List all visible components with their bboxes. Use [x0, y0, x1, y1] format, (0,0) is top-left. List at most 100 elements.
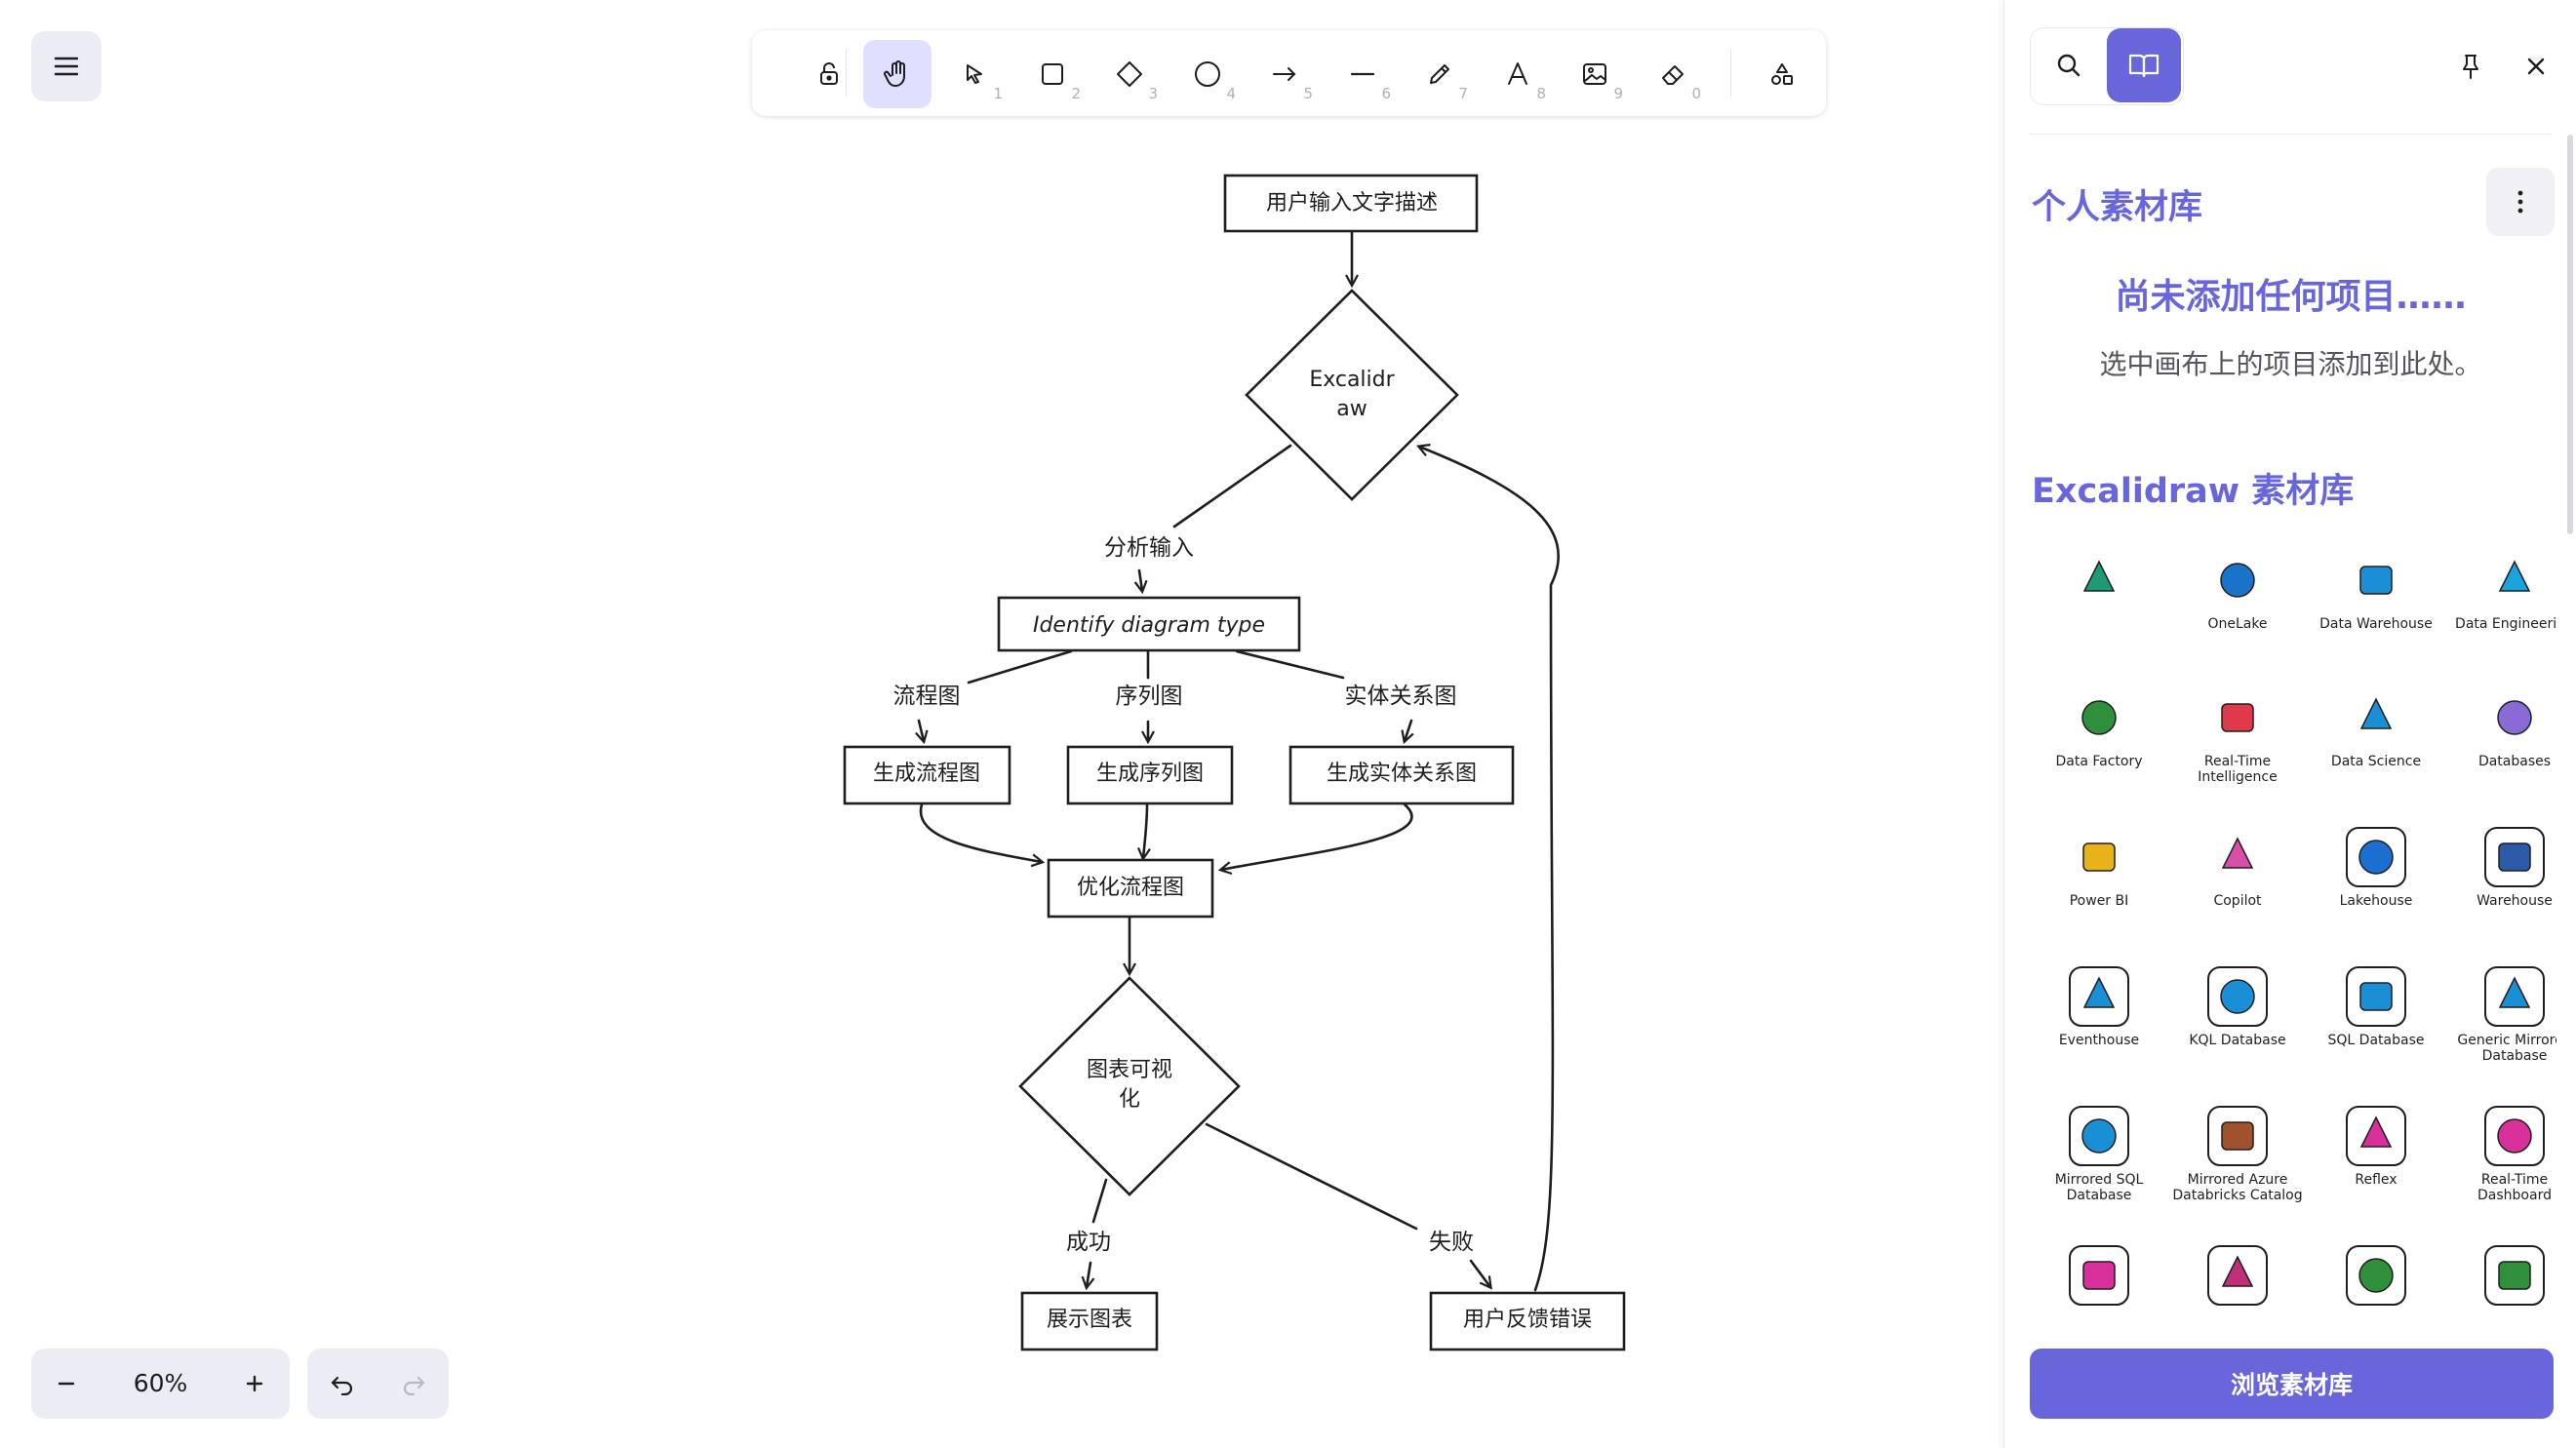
- tool-key: 4: [1226, 85, 1236, 102]
- library-item-label: Mirrored Azure Databricks Catalog: [2172, 1172, 2303, 1203]
- power-bi-icon: [2067, 825, 2131, 889]
- panel-scrollbar[interactable]: [2567, 135, 2573, 534]
- library-item[interactable]: Real-Time Dashboard: [2445, 1092, 2556, 1219]
- library-item[interactable]: Mirrored Azure Databricks Catalog: [2168, 1092, 2307, 1219]
- tool-lock[interactable]: [795, 40, 863, 108]
- tool-diamond[interactable]: 3: [1095, 40, 1164, 108]
- browse-libraries-button[interactable]: 浏览素材库: [2030, 1349, 2554, 1419]
- library-tab[interactable]: [2107, 28, 2181, 102]
- tool-line[interactable]: 6: [1328, 40, 1397, 108]
- realtime-dashboard-icon: [2482, 1104, 2547, 1168]
- library-item[interactable]: [2168, 1232, 2307, 1312]
- pin-button[interactable]: [2443, 39, 2498, 94]
- edge-seq-to-optimize: [1143, 802, 1147, 858]
- node-feedback-label: 用户反馈错误: [1463, 1308, 1592, 1332]
- shapes-icon: [1771, 63, 1793, 85]
- library-item[interactable]: Data Factory: [2030, 674, 2168, 801]
- eventhouse-icon: [2067, 964, 2131, 1029]
- library-item[interactable]: SQL Database: [2307, 953, 2445, 1079]
- edge-label-sequence: 序列图: [1116, 684, 1183, 709]
- pointer-icon: [967, 64, 982, 84]
- databases-icon: [2482, 685, 2547, 750]
- node-visualize-label-1: 图表可视: [1087, 1058, 1172, 1082]
- tool-hand[interactable]: [863, 40, 931, 108]
- library-item[interactable]: Data Warehouse: [2307, 536, 2445, 663]
- node-identify: [997, 596, 1301, 652]
- edge-identify-to-flow: [967, 649, 1073, 685]
- library-item[interactable]: OneLake: [2168, 536, 2307, 663]
- tool-draw[interactable]: 7: [1406, 40, 1474, 108]
- library-item[interactable]: Data Engineering: [2445, 536, 2556, 663]
- library-item-label: Warehouse: [2477, 893, 2553, 909]
- node-visualize-label-2: 化: [1119, 1087, 1140, 1112]
- library-item-label: SQL Database: [2327, 1033, 2425, 1048]
- zoom-out-button[interactable]: [31, 1349, 101, 1419]
- tool-image[interactable]: 9: [1561, 40, 1629, 108]
- zoom-controls: 60%: [31, 1349, 290, 1419]
- library-item[interactable]: Mirrored SQL Database: [2030, 1092, 2168, 1219]
- node-optimize-label: 优化流程图: [1077, 876, 1184, 900]
- search-tab[interactable]: [2032, 28, 2106, 102]
- library-options-button[interactable]: [2486, 168, 2555, 236]
- node-sequence: [1066, 745, 1234, 805]
- library-item[interactable]: Warehouse: [2445, 813, 2556, 940]
- environment-icon: [2344, 1243, 2408, 1308]
- library-item[interactable]: Data Science: [2307, 674, 2445, 801]
- redo-button[interactable]: [378, 1349, 449, 1419]
- tool-text[interactable]: 8: [1484, 40, 1552, 108]
- library-item[interactable]: Lakehouse: [2307, 813, 2445, 940]
- drawing-canvas[interactable]: 用户输入文字描述 Excalidr aw Identify diagram ty…: [0, 0, 2003, 1448]
- tool-key: 6: [1381, 85, 1391, 102]
- node-optimize: [1047, 858, 1214, 919]
- library-item[interactable]: Eventhouse: [2030, 953, 2168, 1079]
- library-item[interactable]: KQL Database: [2168, 953, 2307, 1079]
- library-item[interactable]: Databases: [2445, 674, 2556, 801]
- excalidraw-library-title: Excalidraw 素材库: [2032, 472, 2355, 511]
- node-excalidraw-label-1: Excalidr: [1309, 368, 1395, 392]
- edge-fail-arrow: [1469, 1259, 1490, 1287]
- diamond-icon: [1117, 61, 1142, 87]
- node-flowchart: [843, 745, 1011, 805]
- data-engineering-icon: [2482, 548, 2547, 612]
- library-item[interactable]: [2030, 1232, 2168, 1312]
- library-item[interactable]: Reflex: [2307, 1092, 2445, 1219]
- undo-button[interactable]: [307, 1349, 377, 1419]
- library-item[interactable]: [2307, 1232, 2445, 1312]
- close-panel-button[interactable]: [2509, 39, 2563, 94]
- search-icon: [2057, 54, 2081, 77]
- library-item[interactable]: Power BI: [2030, 813, 2168, 940]
- main-menu-button[interactable]: [31, 31, 101, 101]
- library-item[interactable]: Generic Mirrored Database: [2445, 953, 2556, 1079]
- zoom-level[interactable]: 60%: [133, 1369, 188, 1397]
- kql-database-icon: [2205, 964, 2270, 1029]
- tool-eraser[interactable]: 0: [1639, 40, 1707, 108]
- tool-selection[interactable]: 1: [940, 40, 1009, 108]
- library-item[interactable]: Real-Time Intelligence: [2168, 674, 2307, 801]
- node-show-label: 展示图表: [1047, 1308, 1132, 1332]
- onelake-icon: [2205, 548, 2270, 612]
- edge-flow-to-optimize: [919, 802, 1042, 862]
- edge-entity-arrow: [1405, 719, 1411, 741]
- zoom-in-button[interactable]: [219, 1349, 290, 1419]
- edge-entity-to-optimize: [1221, 802, 1413, 870]
- realtime-intelligence-icon: [2205, 685, 2270, 750]
- image-icon: [1583, 63, 1606, 85]
- edge-label-flowchart: 流程图: [893, 684, 961, 709]
- library-item[interactable]: [2030, 536, 2168, 663]
- personal-library-title: 个人素材库: [2032, 188, 2203, 227]
- mirrored-database-icon: [2482, 964, 2547, 1029]
- library-item-label: Reflex: [2355, 1172, 2398, 1188]
- tool-ellipse[interactable]: 4: [1173, 40, 1242, 108]
- tool-more-shapes[interactable]: [1748, 40, 1816, 108]
- sql-database-icon: [2344, 964, 2408, 1029]
- toolbar-separator: [1730, 50, 1731, 97]
- tool-rectangle[interactable]: 2: [1018, 40, 1087, 108]
- library-item-label: Real-Time Dashboard: [2477, 1172, 2552, 1203]
- library-item-label: Lakehouse: [2339, 893, 2413, 909]
- library-item[interactable]: Copilot: [2168, 813, 2307, 940]
- library-item-label: Data Engineering: [2455, 616, 2556, 632]
- library-item[interactable]: [2445, 1232, 2556, 1312]
- tool-arrow[interactable]: 5: [1250, 40, 1319, 108]
- empty-library-title: 尚未添加任何项目……: [2115, 277, 2467, 317]
- edge-label-fail: 失败: [1429, 1230, 1474, 1255]
